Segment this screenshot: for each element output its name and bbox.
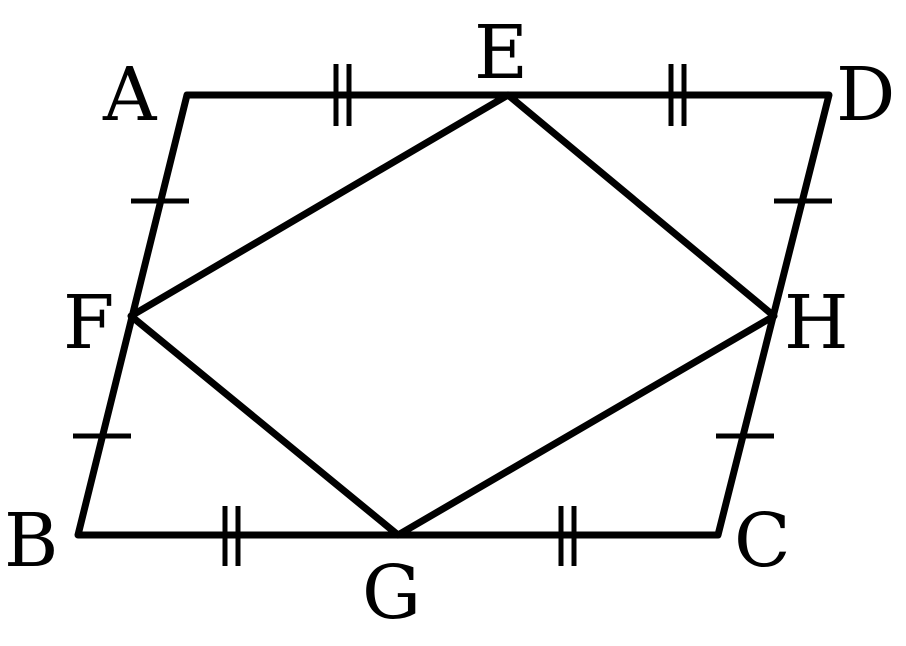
quadrilateral-efgh: [127, 91, 778, 539]
label-c: C: [734, 498, 791, 584]
double-tick-ae: [333, 64, 352, 126]
parallelogram-abcd: [74, 91, 833, 539]
label-a: A: [102, 52, 158, 138]
double-tick-gc: [558, 506, 577, 566]
double-tick-ed: [668, 64, 687, 126]
label-d: D: [836, 52, 895, 138]
label-e: E: [474, 10, 528, 96]
double-tick-bg: [222, 506, 241, 566]
label-g: G: [362, 550, 421, 636]
label-h: H: [784, 280, 849, 366]
label-b: B: [4, 498, 58, 584]
label-f: F: [63, 280, 114, 366]
